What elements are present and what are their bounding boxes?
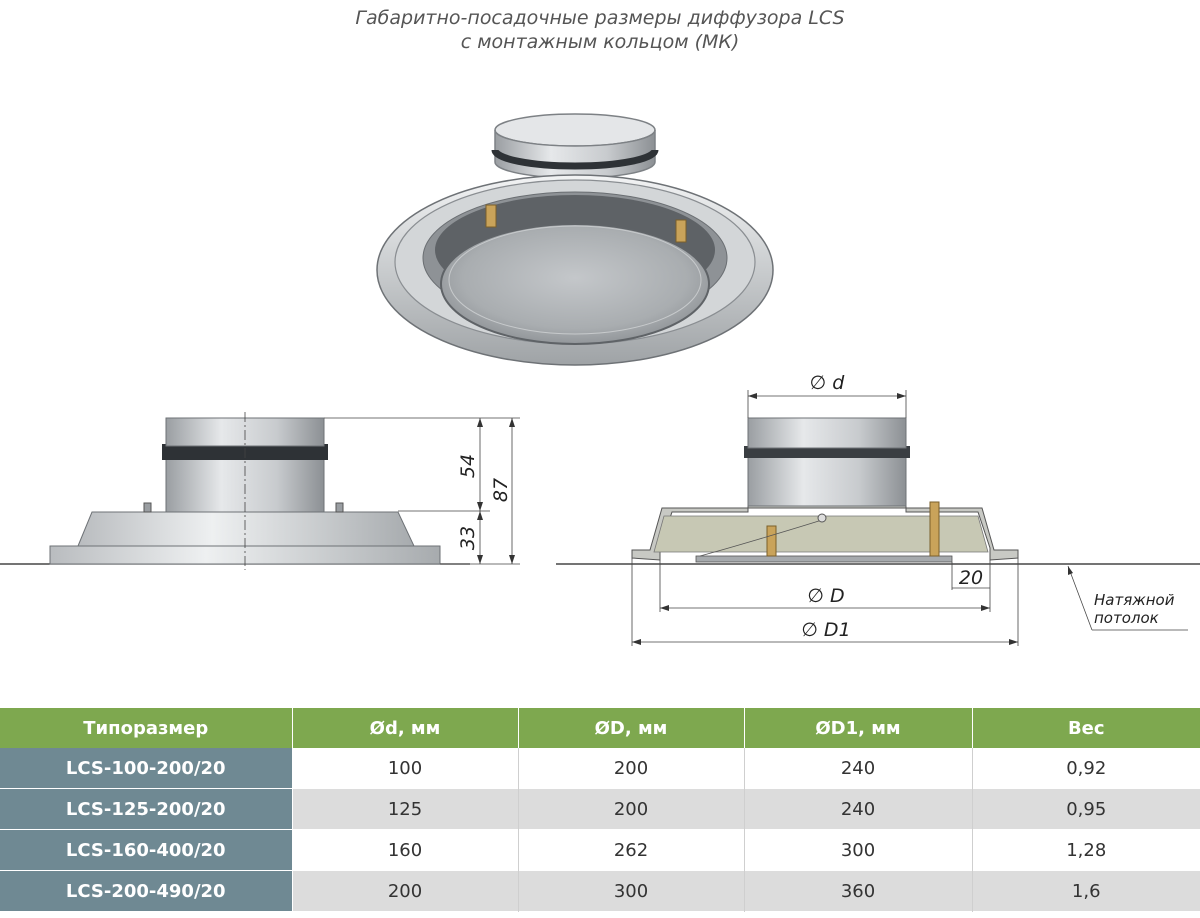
header-D: ØD, мм <box>518 708 745 748</box>
diffuser-3d-render <box>376 113 774 366</box>
title-line-2: с монтажным кольцом (МК) <box>460 31 740 53</box>
dim-87: 87 <box>490 478 512 502</box>
side-view: 54 33 87 <box>0 412 520 570</box>
cell-D1: 360 <box>744 870 973 912</box>
section-view: ∅ d 20 ∅ D ∅ D1 Натяжной потолок <box>556 372 1200 646</box>
sizes-table: Типоразмер Ød, мм ØD, мм ØD1, мм Вес LCS… <box>0 708 1200 912</box>
cell-weight: 0,95 <box>972 788 1200 830</box>
technical-drawing: 54 33 87 ∅ d 20 ∅ D <box>0 113 1200 646</box>
ceiling-note-line-1: Натяжной <box>1094 591 1175 609</box>
cell-d: 160 <box>292 829 519 871</box>
header-type: Типоразмер <box>0 708 293 748</box>
header-weight: Вес <box>972 708 1200 748</box>
cell-D: 200 <box>518 748 745 789</box>
table-row: LCS-100-200/20 100 200 240 0,92 <box>0 748 1200 789</box>
cell-weight: 1,6 <box>972 870 1200 912</box>
table-header-row: Типоразмер Ød, мм ØD, мм ØD1, мм Вес <box>0 708 1200 748</box>
dim-D: ∅ D <box>807 585 844 607</box>
row-model: LCS-100-200/20 <box>0 748 293 789</box>
cell-d: 125 <box>292 788 519 830</box>
dim-D1: ∅ D1 <box>801 619 850 641</box>
row-model: LCS-200-490/20 <box>0 870 293 912</box>
cell-D: 262 <box>518 829 745 871</box>
cell-d: 100 <box>292 748 519 789</box>
dim-33: 33 <box>457 526 479 550</box>
cell-weight: 0,92 <box>972 748 1200 789</box>
title-line-1: Габаритно-посадочные размеры диффузора L… <box>355 7 845 29</box>
cell-d: 200 <box>292 870 519 912</box>
cell-D1: 240 <box>744 788 973 830</box>
cell-D: 300 <box>518 870 745 912</box>
cell-D1: 240 <box>744 748 973 789</box>
dim-54: 54 <box>457 454 479 478</box>
ceiling-note-line-2: потолок <box>1094 609 1159 627</box>
header-D1: ØD1, мм <box>744 708 973 748</box>
table-row: LCS-160-400/20 160 262 300 1,28 <box>0 829 1200 871</box>
table-row: LCS-200-490/20 200 300 360 1,6 <box>0 870 1200 912</box>
cell-D: 200 <box>518 788 745 830</box>
row-model: LCS-125-200/20 <box>0 788 293 830</box>
table-row: LCS-125-200/20 125 200 240 0,95 <box>0 788 1200 830</box>
dim-d: ∅ d <box>810 372 846 394</box>
cell-weight: 1,28 <box>972 829 1200 871</box>
cell-D1: 300 <box>744 829 973 871</box>
row-model: LCS-160-400/20 <box>0 829 293 871</box>
header-d: Ød, мм <box>292 708 519 748</box>
dim-20: 20 <box>959 567 983 589</box>
